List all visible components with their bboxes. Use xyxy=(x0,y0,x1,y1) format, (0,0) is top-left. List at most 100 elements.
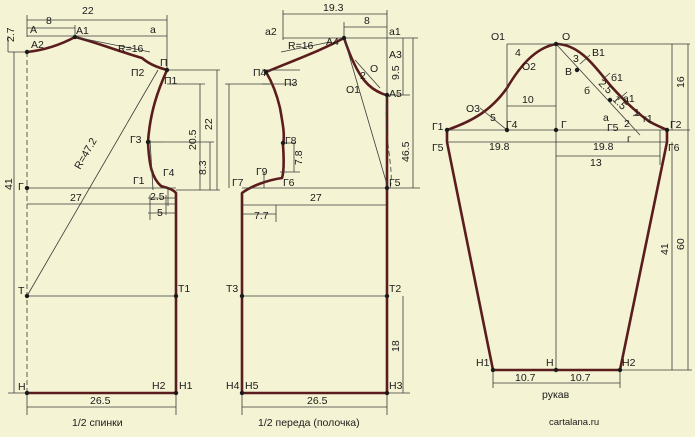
dim-back-r16: R=16 xyxy=(118,43,144,55)
dim-sleeve-4: 4 xyxy=(515,47,521,59)
dim-sleeve-16: 16 xyxy=(675,76,687,88)
label-sleeve-V1: В1 xyxy=(592,47,605,59)
label-sleeve-O3: О3 xyxy=(466,103,480,115)
dim-sleeve-60: 60 xyxy=(675,238,687,250)
label-sleeve-G2: Г2 xyxy=(670,119,682,131)
label-sleeve-G4: Г4 xyxy=(506,119,518,131)
point-markers xyxy=(24,34,670,396)
label-sleeve-V: В xyxy=(565,66,572,78)
label-P2: П2 xyxy=(131,67,145,79)
label-sleeve-a: а xyxy=(603,112,609,124)
label-sleeve-G6: Г6 xyxy=(668,142,680,154)
dim-back-2-5: 2.5 xyxy=(150,191,165,203)
dim-sleeve-3: 3 xyxy=(573,53,579,65)
dim-back-8-3: 8.3 xyxy=(197,160,209,175)
back-piece xyxy=(7,15,220,415)
label-G: Г xyxy=(18,181,24,193)
label-T3: Т3 xyxy=(226,283,238,295)
label-sleeve-O: О xyxy=(562,31,570,43)
label-A3: А3 xyxy=(389,49,402,61)
label-sleeve-a1: а1 xyxy=(623,93,635,105)
dim-sleeve-5: 5 xyxy=(490,112,496,124)
dim-front-2: 2 xyxy=(360,70,366,82)
label-T1: Т1 xyxy=(178,283,190,295)
dim-sleeve-19-8-right: 19.8 xyxy=(593,141,614,153)
label-P: П xyxy=(160,57,168,69)
label-sleeve-N2: Н2 xyxy=(622,357,636,369)
dim-back-20-5: 20.5 xyxy=(187,129,199,150)
dim-sleeve-10-7-right: 10.7 xyxy=(570,372,591,384)
label-sleeve-g: г xyxy=(627,133,631,145)
dim-front-hem: 26.5 xyxy=(307,395,328,407)
dim-back-r47: R=47.2 xyxy=(72,136,100,172)
label-O1: О1 xyxy=(346,84,360,96)
sleeve-piece xyxy=(445,42,692,388)
dim-back-armhole-22: 22 xyxy=(203,118,215,130)
label-A: А xyxy=(30,24,37,36)
label-a: а xyxy=(150,24,156,36)
dim-front-8: 8 xyxy=(364,15,370,27)
label-N5: Н5 xyxy=(245,380,259,392)
label-N2: Н2 xyxy=(152,380,166,392)
label-A1: А1 xyxy=(76,25,89,37)
label-sleeve-b: б xyxy=(584,85,590,97)
label-sleeve-G5: Г5 xyxy=(432,142,444,154)
dim-front-18: 18 xyxy=(390,340,402,352)
dim-front-9-5: 9.5 xyxy=(390,65,402,80)
caption-back: 1/2 спинки xyxy=(72,417,123,429)
label-sleeve-N1: Н1 xyxy=(476,357,490,369)
label-sleeve-N: Н xyxy=(546,357,554,369)
label-N1: Н1 xyxy=(179,380,193,392)
dim-left-2-7: 2.7 xyxy=(5,27,17,42)
dim-front-46-5: 46.5 xyxy=(400,141,412,162)
caption-front: 1/2 переда (полочка) xyxy=(258,417,360,429)
dim-sleeve-10-7-left: 10.7 xyxy=(515,372,536,384)
caption-sleeve: рукав xyxy=(542,389,570,401)
dim-front-7-7: 7.7 xyxy=(254,210,269,222)
dim-back-5: 5 xyxy=(157,207,163,219)
label-P3: П3 xyxy=(284,77,298,89)
label-sleeve-G1: Г1 xyxy=(432,121,444,133)
label-sleeve-g1: г1 xyxy=(643,113,653,125)
dim-back-8: 8 xyxy=(46,15,52,27)
label-G1-back: Г1 xyxy=(133,175,145,187)
dim-sleeve-2: 2 xyxy=(624,118,630,130)
label-sleeve-O2: О2 xyxy=(522,61,536,73)
dim-sleeve-10: 10 xyxy=(522,94,534,106)
label-sleeve-G5-inner: Г5 xyxy=(607,122,619,134)
label-G8: Г8 xyxy=(285,135,297,147)
label-G5: Г5 xyxy=(389,177,401,189)
dim-front-r16: R=16 xyxy=(288,40,314,52)
dim-back-hem: 26.5 xyxy=(90,395,111,407)
label-P1: П1 xyxy=(164,75,178,87)
label-A2: А2 xyxy=(31,39,44,51)
label-P4: П4 xyxy=(253,67,267,79)
dim-sleeve-1: 1 xyxy=(634,107,640,119)
label-G4-back: Г4 xyxy=(163,167,175,179)
label-N: Н xyxy=(18,381,26,393)
label-G3: Г3 xyxy=(130,134,142,146)
label-a2: а2 xyxy=(265,26,277,38)
dim-front-27: 27 xyxy=(310,192,322,204)
label-sleeve-b1: б1 xyxy=(611,72,623,84)
label-a1: а1 xyxy=(389,26,401,38)
dim-front-19-3: 19.3 xyxy=(323,2,344,14)
source-credit: cartalana.ru xyxy=(549,417,599,428)
dim-sleeve-19-8-left: 19.8 xyxy=(489,141,510,153)
label-N4: Н4 xyxy=(226,380,240,392)
dim-left-41: 41 xyxy=(3,178,15,190)
dim-sleeve-41: 41 xyxy=(659,243,671,255)
label-G7: Г7 xyxy=(232,177,244,189)
dim-front-7-8: 7.8 xyxy=(293,150,305,165)
label-T2: Т2 xyxy=(389,283,401,295)
label-sleeve-G: Г xyxy=(561,119,567,131)
label-G9: Г9 xyxy=(256,166,268,178)
label-T: Т xyxy=(18,285,25,297)
label-A5: А5 xyxy=(389,88,402,100)
dim-back-27: 27 xyxy=(70,192,82,204)
label-O: О xyxy=(370,63,378,75)
label-N3: Н3 xyxy=(389,380,403,392)
dim-back-22: 22 xyxy=(82,5,94,17)
label-G6: Г6 xyxy=(283,177,295,189)
